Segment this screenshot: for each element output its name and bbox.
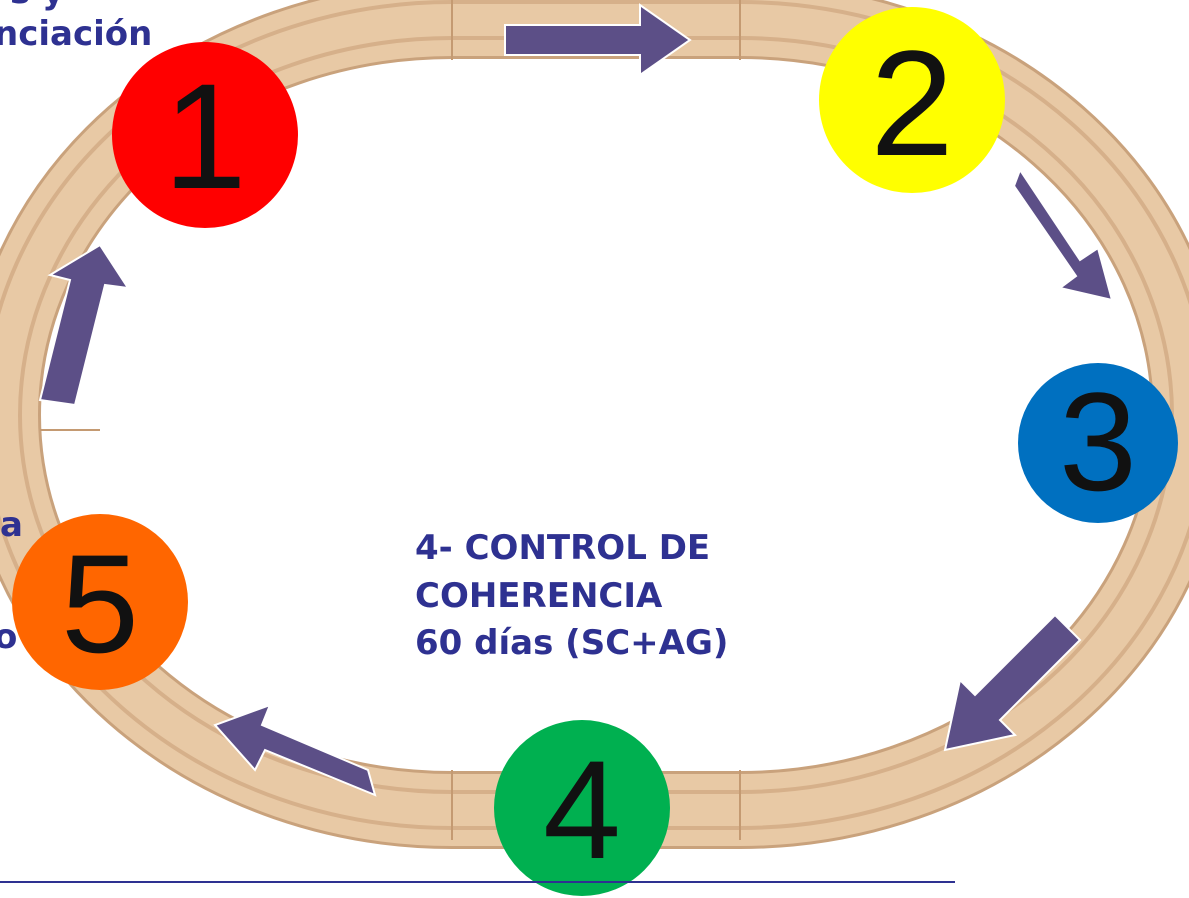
wooden-track xyxy=(0,0,1189,849)
fragment-left-mid: a xyxy=(0,505,23,545)
step-1: 1 xyxy=(112,42,298,228)
step-4-number: 4 xyxy=(543,731,621,888)
step-2: 2 xyxy=(819,7,1005,193)
step-3: 3 xyxy=(1018,363,1178,523)
step-4: 4 xyxy=(494,720,670,896)
flow-arrows xyxy=(38,3,1114,797)
arrow-3-to-4 xyxy=(943,613,1082,752)
center-label: 4- CONTROL DE COHERENCIA 60 días (SC+AG) xyxy=(415,525,728,668)
center-label-line3: 60 días (SC+AG) xyxy=(415,623,729,664)
arrow-5-to-1 xyxy=(38,243,131,407)
fragment-top-left-line2: nciación xyxy=(0,14,153,54)
step-1-number: 1 xyxy=(163,52,246,220)
arrow-2-to-3 xyxy=(1012,167,1114,302)
fragment-top-left-line1: s y xyxy=(10,0,64,12)
fragment-left-low: o xyxy=(0,617,18,657)
step-3-number: 3 xyxy=(1059,363,1137,520)
step-5: 5 xyxy=(12,514,188,690)
step-5-number: 5 xyxy=(61,525,139,682)
center-label-line1: 4- CONTROL DE xyxy=(415,528,711,568)
arrow-1-to-2 xyxy=(504,3,692,77)
step-2-number: 2 xyxy=(870,19,953,187)
center-label-line2: COHERENCIA xyxy=(415,575,663,616)
arrow-4-to-5 xyxy=(213,703,377,797)
